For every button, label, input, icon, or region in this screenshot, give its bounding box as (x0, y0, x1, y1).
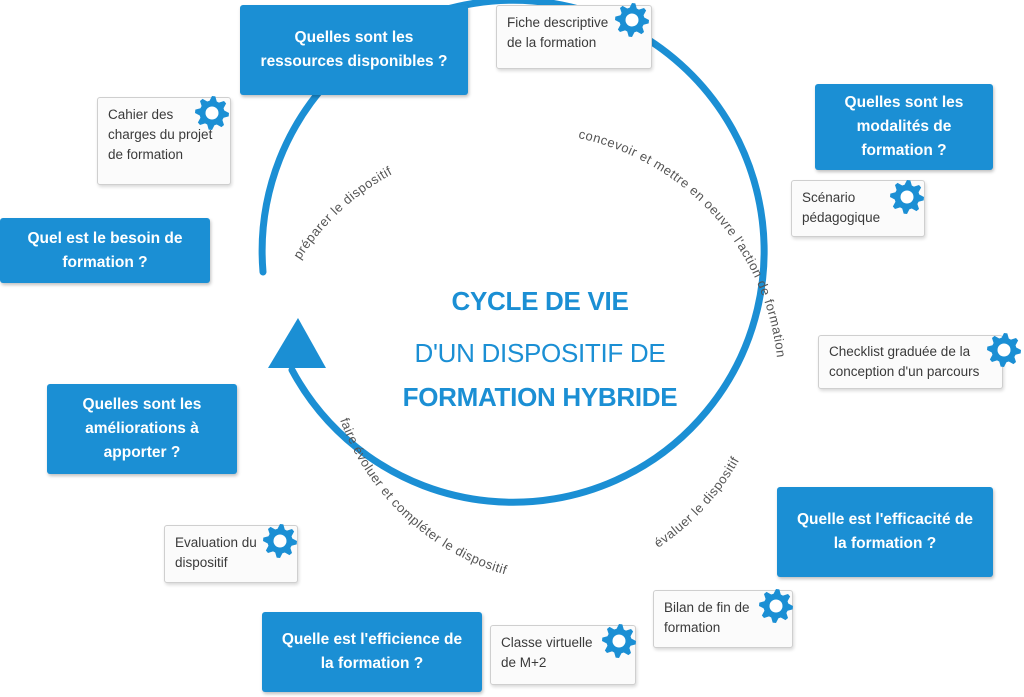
gear-hole (769, 599, 783, 613)
gear-hole (205, 106, 219, 120)
tool-cahier-line-2: charges du projet (108, 127, 213, 142)
question-ressources-line-1: Quelles sont les (294, 29, 414, 46)
gear-hole (997, 343, 1011, 357)
question-ameliorations: Quelles sont les améliorations à apporte… (47, 384, 237, 474)
gear-hole (273, 534, 287, 548)
question-ressources: Quelles sont les ressources disponibles … (240, 5, 468, 95)
tool-cahier-line-1: Cahier des (108, 107, 174, 122)
gear-icon (602, 624, 636, 658)
question-efficience-line-2: la formation ? (320, 655, 424, 672)
question-besoin: Quel est le besoin de formation ? (0, 218, 210, 283)
tool-cahier-line-3: de formation (108, 147, 184, 162)
question-modalites: Quelles sont les modalités de formation … (815, 84, 993, 170)
tool-evaluation-line-1: Evaluation du (175, 535, 257, 550)
tool-fiche-line-1: Fiche descriptive (507, 15, 609, 30)
tool-classe-line-1: Classe virtuelle (501, 635, 593, 650)
question-modalites-line-1: Quelles sont les (844, 94, 964, 111)
tool-card-bilan: Bilan de fin de formation (653, 590, 793, 648)
question-besoin-line-2: formation ? (62, 253, 148, 271)
tool-bilan-line-1: Bilan de fin de (664, 600, 750, 615)
question-ameliorations-line-1: Quelles sont les (82, 396, 202, 413)
gear-hole (612, 634, 626, 648)
tool-checklist-line-1: Checklist graduée de la (829, 344, 971, 359)
question-efficacite-line-2: la formation ? (833, 535, 937, 552)
question-efficacite: Quelle est l'efficacité de la formation … (777, 487, 993, 577)
gear-hole (625, 13, 639, 27)
title-line-1: CYCLE DE VIE (451, 286, 629, 316)
question-ressources-line-2: ressources disponibles ? (260, 53, 448, 70)
question-besoin-line-1: Quel est le besoin de (27, 229, 183, 247)
arc-label-concevoir: concevoir et mettre en oeuvre l'action d… (577, 126, 789, 358)
tool-classe-line-2: de M+2 (501, 655, 547, 670)
tool-card-checklist: Checklist graduée de la conception d'un … (818, 335, 1003, 389)
question-modalites-line-3: formation ? (861, 142, 947, 159)
question-ameliorations-line-2: améliorations à (85, 420, 199, 437)
gear-icon (759, 589, 793, 623)
gear-icon (195, 96, 229, 130)
question-efficience: Quelle est l'efficience de la formation … (262, 612, 482, 692)
title-line-3: FORMATION HYBRIDE (402, 382, 678, 412)
tool-scenario-line-2: pédagogique (802, 210, 881, 225)
tool-bilan-line-2: formation (664, 620, 721, 635)
tool-checklist-line-2: conception d'un parcours (829, 364, 980, 379)
cycle-arrow-head (268, 318, 326, 368)
gear-icon (263, 524, 297, 558)
title-line-2: D'UN DISPOSITIF DE (414, 338, 666, 368)
tool-scenario-line-1: Scénario (802, 190, 856, 205)
question-modalites-line-2: modalités de (856, 118, 952, 135)
tool-card-cahier: Cahier des charges du projet de formatio… (97, 97, 231, 185)
arc-label-evaluer: évaluer le dispositif (651, 454, 742, 551)
question-efficience-line-1: Quelle est l'efficience de (281, 631, 463, 648)
gear-icon (890, 180, 924, 214)
question-efficacite-line-1: Quelle est l'efficacité de (797, 511, 973, 528)
gear-icon (987, 333, 1021, 367)
tool-evaluation-line-2: dispositif (175, 555, 228, 570)
gear-icon (615, 3, 649, 37)
question-ameliorations-line-3: apporter ? (103, 444, 181, 461)
arc-label-preparer: préparer le dispositif (290, 163, 394, 262)
arc-label-faire-evoluer: faire évoluer et compléter le dispositif (337, 416, 509, 578)
gear-hole (900, 190, 914, 204)
tool-fiche-line-2: de la formation (507, 35, 597, 50)
